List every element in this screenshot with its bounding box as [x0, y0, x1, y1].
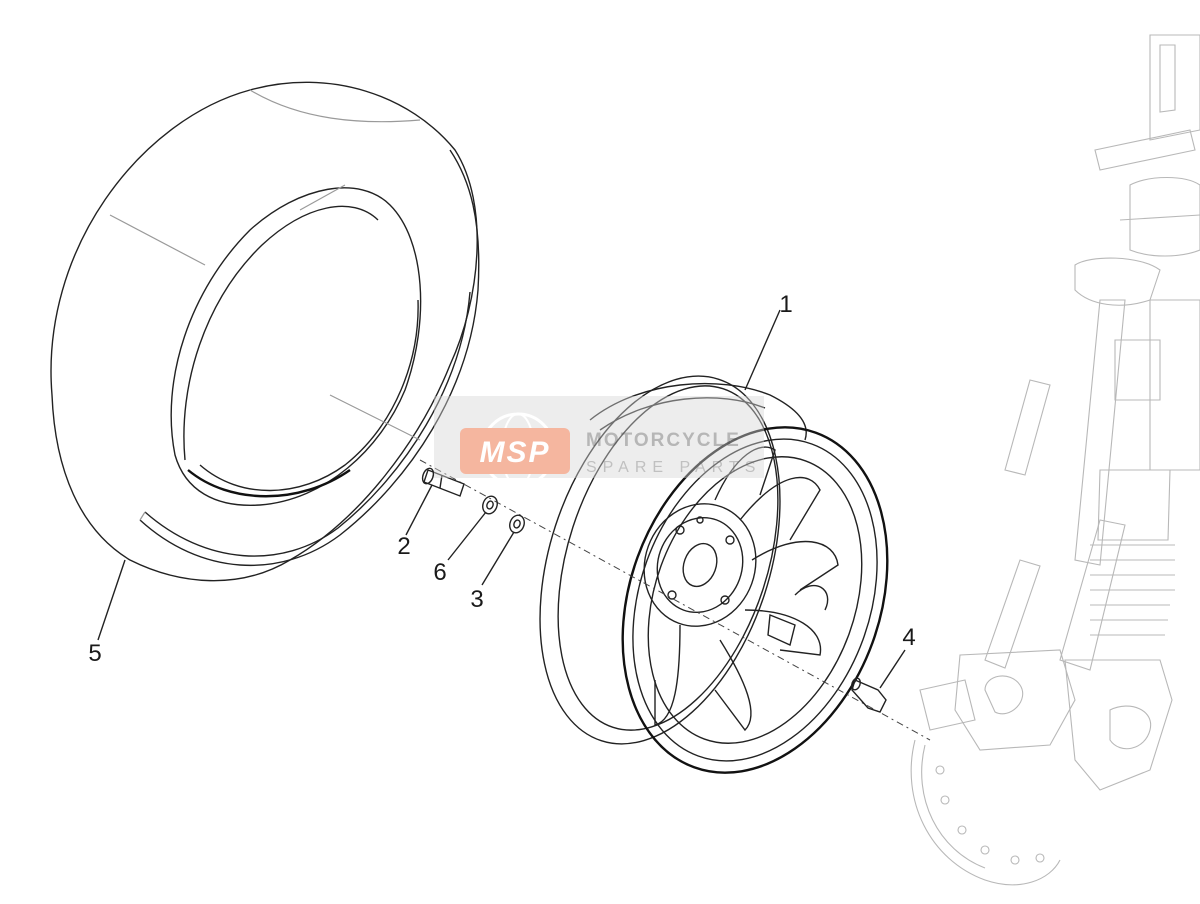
- wheel-rim: [539, 375, 889, 774]
- leader-6: [447, 511, 487, 561]
- msp-logo-box: [460, 428, 570, 474]
- spacer: [482, 495, 498, 515]
- watermark-title: MOTORCYCLE: [586, 430, 741, 451]
- leader-lines: [97, 309, 906, 689]
- callout-3: 3: [470, 586, 483, 613]
- callout-6: 6: [433, 559, 446, 586]
- msp-logo-text: MSP: [479, 436, 550, 469]
- leader-4: [879, 649, 906, 689]
- leader-5: [97, 559, 126, 641]
- leader-2: [405, 484, 433, 536]
- valve: [851, 677, 887, 713]
- callout-1: 1: [779, 291, 792, 318]
- callout-5: 5: [88, 640, 101, 667]
- front-fork-assembly: [910, 34, 1200, 886]
- tyre: [50, 81, 480, 582]
- watermark: MSP MOTORCYCLE SPARE PARTS: [434, 396, 764, 488]
- washer: [509, 514, 525, 534]
- bolt: [421, 467, 465, 497]
- callout-4: 4: [902, 624, 915, 651]
- watermark-subtitle: SPARE PARTS: [586, 459, 761, 476]
- assembly-axis-line: [419, 459, 931, 741]
- leader-1: [744, 309, 781, 391]
- callout-2: 2: [397, 533, 410, 560]
- leader-3: [481, 531, 515, 586]
